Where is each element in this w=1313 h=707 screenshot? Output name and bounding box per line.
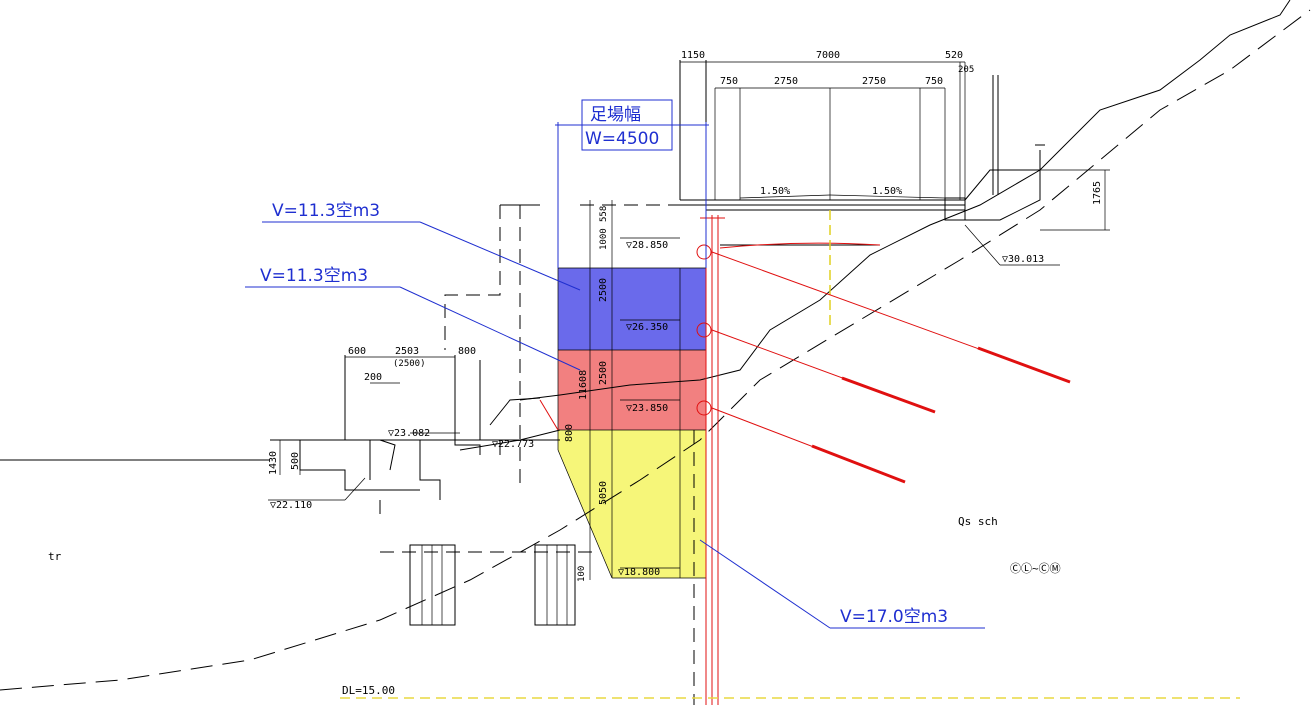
- dim-v-1000: 1000: [599, 228, 609, 250]
- slope-right: 1.50%: [872, 186, 902, 197]
- dim-sub-750a: 750: [720, 76, 738, 87]
- datum-label: DL=15.00: [342, 684, 395, 697]
- road-structure: [679, 60, 1045, 460]
- vertical-dimension-lines: [589, 200, 680, 580]
- scaffold-dimension: [555, 99, 709, 268]
- volume-leaders: [245, 221, 985, 629]
- dim-left-2500: (2500): [393, 359, 426, 369]
- dim-top-520: 520: [945, 50, 963, 61]
- dim-top-7000: 7000: [816, 50, 840, 61]
- level-28850: ▽28.850: [626, 240, 668, 251]
- dim-left-500: 500: [290, 452, 301, 470]
- dim-sub-2750b: 2750: [862, 76, 886, 87]
- level-left-22773: ▽22.773: [492, 439, 534, 450]
- dim-v-2500a: 2500: [598, 278, 609, 302]
- geology-qs: Qs sch: [958, 515, 998, 528]
- volume-label-upper: V=11.3空m3: [272, 201, 380, 221]
- dim-top-205: 205: [958, 65, 974, 75]
- scaffold-width: W=4500: [585, 129, 659, 149]
- level-left-22110: ▽22.110: [270, 500, 312, 511]
- ground-slope-dashed: [0, 9, 1311, 691]
- volume-fill-upper: [558, 268, 706, 350]
- dim-left-2503: 2503: [395, 346, 419, 357]
- volume-label-middle: V=11.3空m3: [260, 266, 368, 286]
- sheet-pile-wall: [693, 215, 725, 705]
- left-dimension-lines: [268, 356, 555, 501]
- ground-surface-line: [519, 0, 1291, 401]
- dim-v-2500b: 2500: [598, 361, 609, 385]
- dim-left-200: 200: [364, 372, 382, 383]
- dim-v-11608: 11608: [578, 370, 589, 400]
- geology-cl: ⒸⓁ~ⒸⓂ: [1010, 562, 1061, 575]
- dim-v-5050: 5050: [598, 481, 609, 505]
- dim-left-800: 800: [458, 346, 476, 357]
- dim-v-800: 800: [564, 424, 575, 442]
- level-road: ▽30.013: [1002, 254, 1044, 265]
- level-26350: ▽26.350: [626, 322, 668, 333]
- dim-left-1430: 1430: [268, 451, 279, 475]
- volume-label-lower: V=17.0空m3: [840, 607, 948, 627]
- dim-v-558: 558: [599, 206, 609, 222]
- dim-v-100: 100: [577, 566, 587, 582]
- level-23850: ▽23.850: [626, 403, 668, 414]
- slope-left: 1.50%: [760, 186, 790, 197]
- level-18800: ▽18.800: [618, 567, 660, 578]
- dim-sub-750b: 750: [925, 76, 943, 87]
- existing-structures: [270, 204, 680, 626]
- scaffold-label: 足場幅: [590, 105, 641, 125]
- ground-anchors: [539, 244, 1071, 484]
- geology-tr: tr: [48, 550, 62, 563]
- dim-top-1150: 1150: [681, 50, 705, 61]
- volume-fill-lower: [558, 430, 706, 578]
- volume-grid: [557, 267, 706, 579]
- dim-height-right: 1765: [1092, 181, 1103, 205]
- dim-sub-2750a: 2750: [774, 76, 798, 87]
- dim-left-600: 600: [348, 346, 366, 357]
- road-level-leader: [964, 224, 1060, 266]
- top-dimension-lines: [680, 61, 1110, 231]
- volume-fill-middle: [558, 350, 706, 430]
- level-left-23082: ▽23.082: [388, 428, 430, 439]
